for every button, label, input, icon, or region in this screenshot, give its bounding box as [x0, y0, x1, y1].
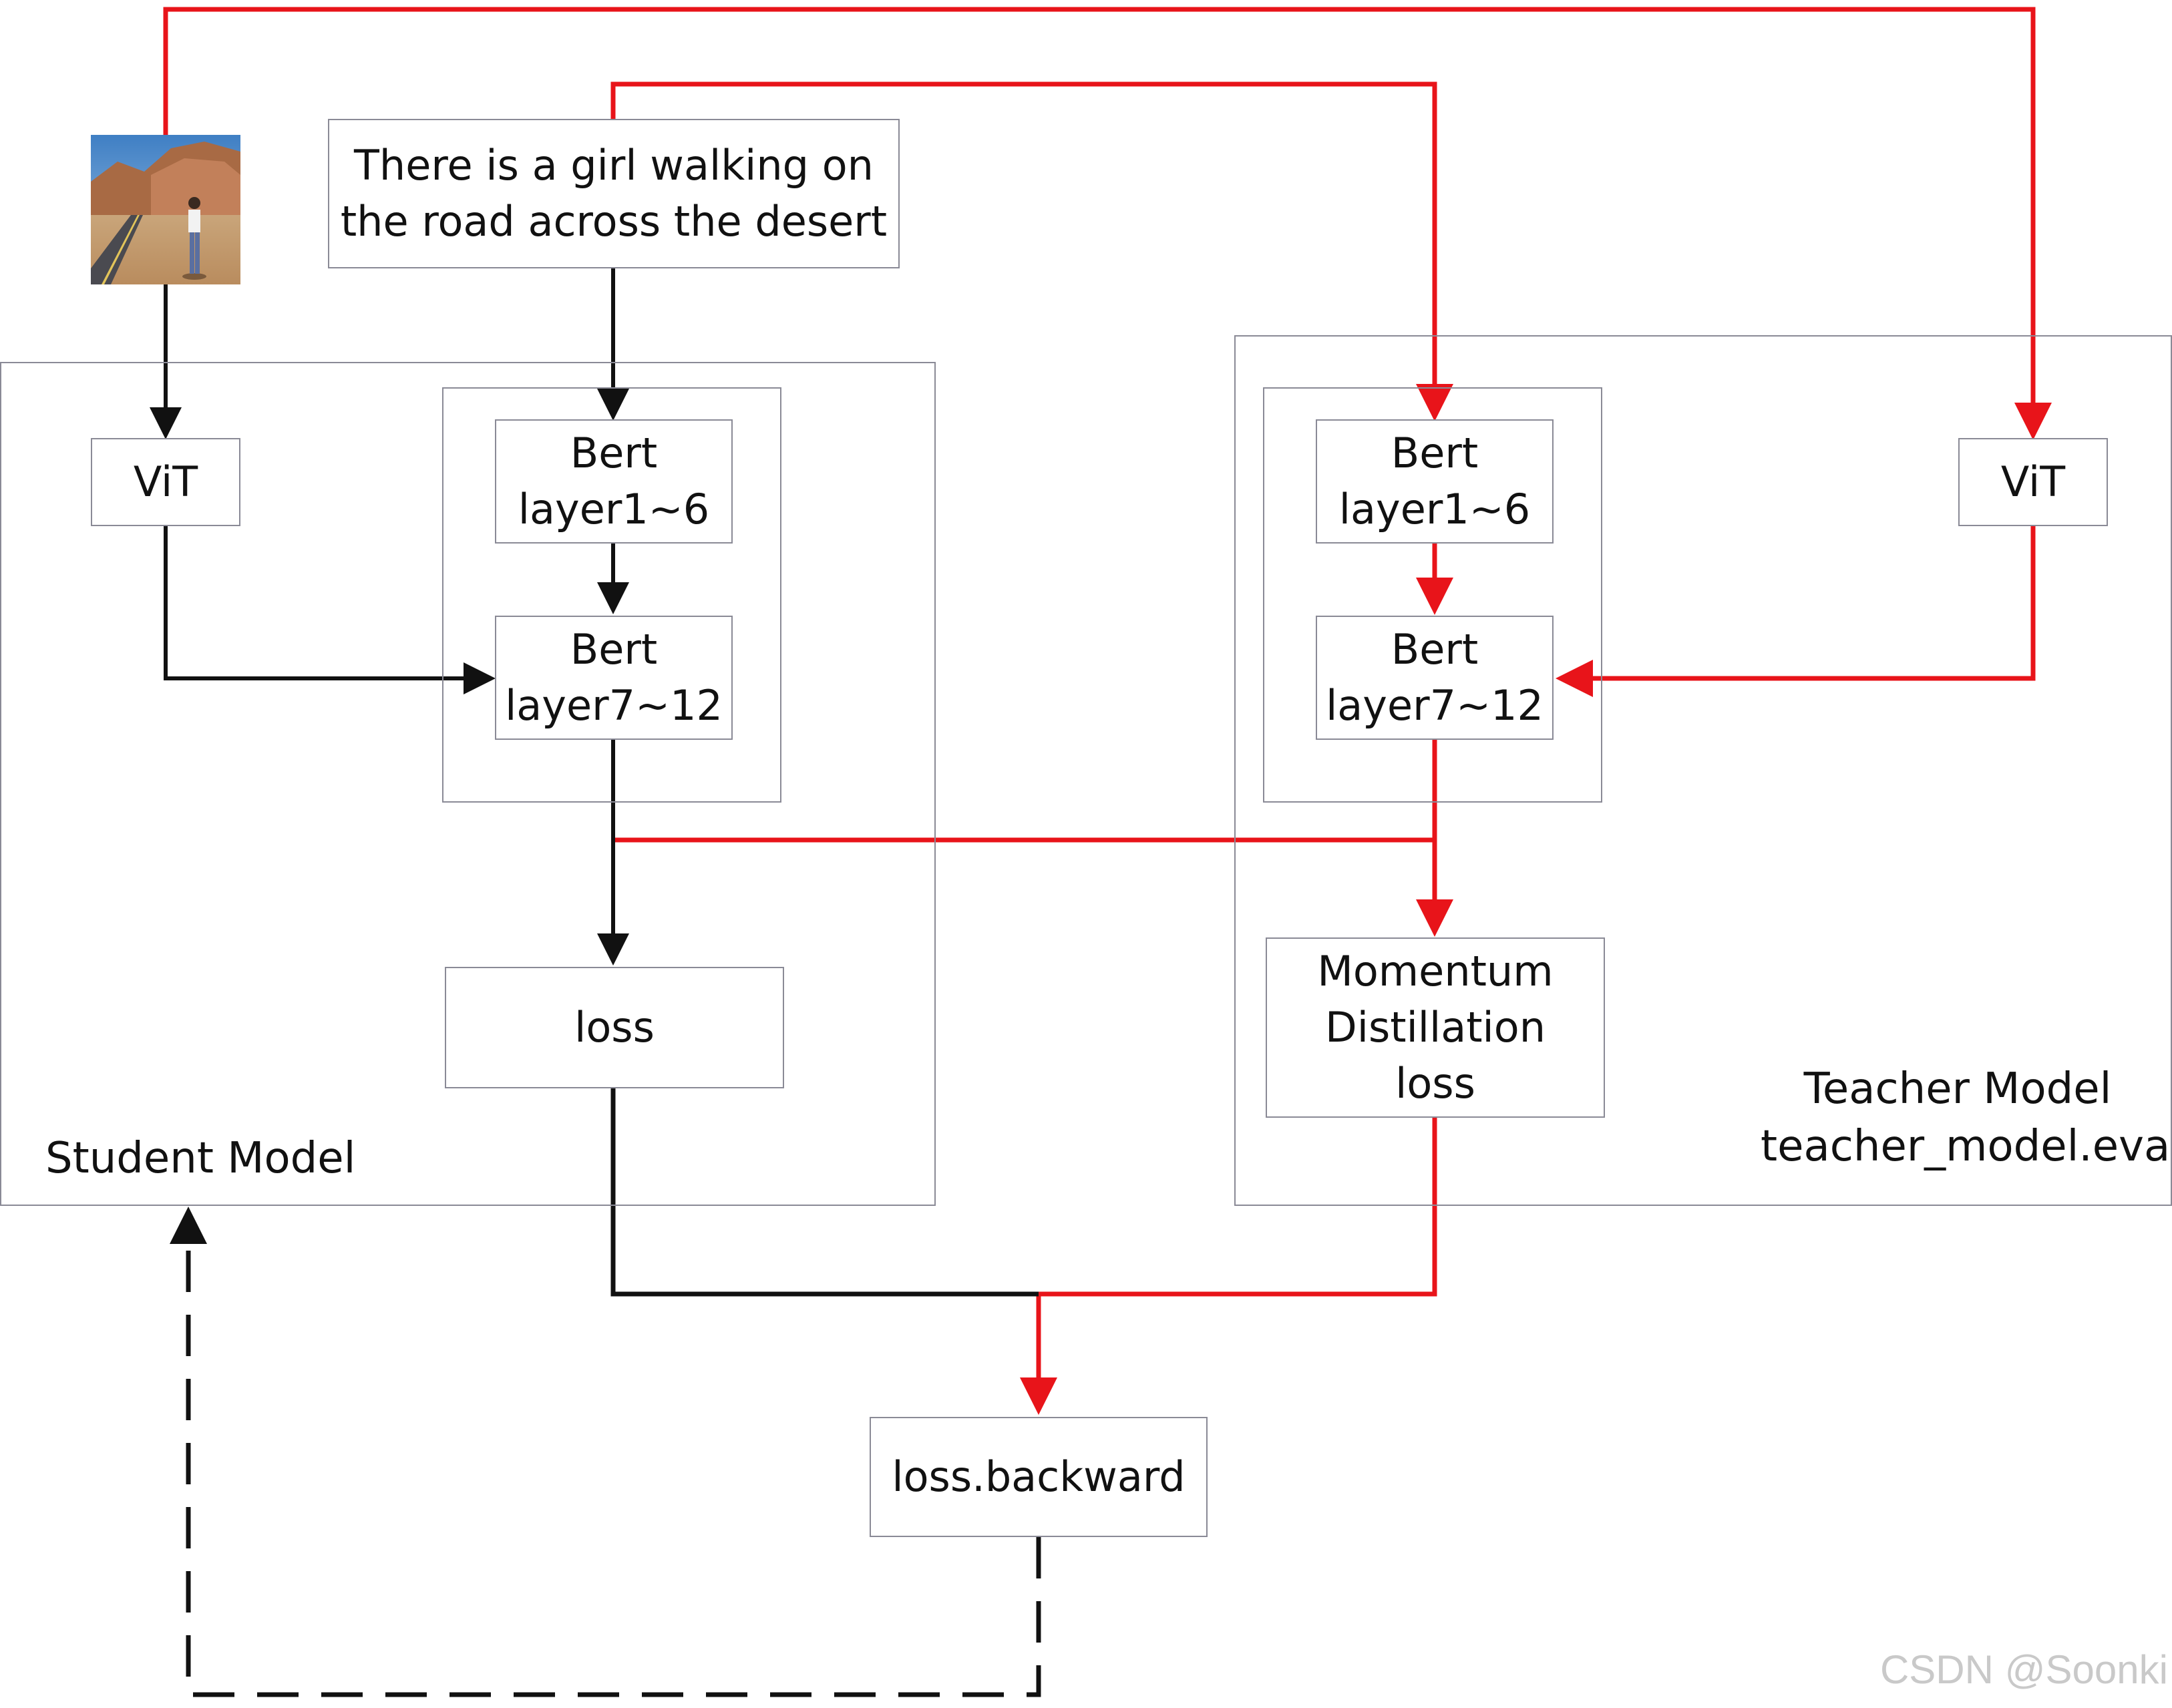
- student-bert-low-box: Bert layer1~6: [495, 419, 733, 544]
- md-loss-line-2: Distillation: [1324, 1003, 1546, 1052]
- teacher-bert-frame: [1263, 387, 1602, 803]
- student-bert-low-line-2: layer1~6: [518, 485, 710, 533]
- loss-to-merge-line: [610, 1088, 1039, 1297]
- teacher-bert-low-box: Bert layer1~6: [1316, 419, 1554, 544]
- teacher-title-line-1: Teacher Model: [1803, 1064, 2112, 1114]
- loss-backward-label: loss.backward: [892, 1452, 1186, 1501]
- text-to-teacher-bert-arrow: [610, 81, 1453, 421]
- teacher-bert-low-line-2: layer1~6: [1338, 485, 1531, 533]
- student-bert-low-line-1: Bert: [570, 429, 658, 477]
- backward-update-dashed-arrow: [170, 1207, 1041, 1697]
- student-loss-label: loss: [574, 1003, 655, 1052]
- student-model-frame: [0, 362, 936, 1206]
- md-loss-to-merge-line: [1039, 1118, 1437, 1297]
- caption-line-1: There is a girl walking on: [354, 141, 874, 190]
- student-vit-label: ViT: [133, 457, 198, 506]
- md-loss-line-1: Momentum: [1317, 947, 1554, 996]
- loss-backward-box: loss.backward: [870, 1417, 1208, 1537]
- student-bert-high-line-1: Bert: [570, 625, 658, 674]
- student-loss-box: loss: [445, 967, 784, 1088]
- teacher-model-frame: [1234, 335, 2172, 1206]
- watermark-text: CSDN @Soonki: [1879, 1647, 2168, 1692]
- student-model-title: Student Model: [45, 1134, 356, 1183]
- student-bert-frame: [442, 387, 781, 803]
- momentum-distillation-loss-box: Momentum Distillation loss: [1266, 937, 1605, 1118]
- desert-photo-illustration: [91, 135, 240, 284]
- student-bert-high-line-2: layer7~12: [505, 681, 723, 730]
- teacher-vit-to-bert-high-arrow: [1556, 526, 2036, 697]
- teacher-bert-low-line-1: Bert: [1391, 429, 1479, 477]
- image-to-teacher-vit-arrow: [163, 7, 2052, 440]
- md-loss-line-3: loss: [1395, 1059, 1475, 1108]
- teacher-vit-box: ViT: [1958, 438, 2108, 526]
- student-bert-high-box: Bert layer7~12: [495, 616, 733, 740]
- teacher-bert-high-box: Bert layer7~12: [1316, 616, 1554, 740]
- teacher-title-line-2: teacher_model.eval: [1761, 1122, 2172, 1171]
- teacher-bert-high-line-2: layer7~12: [1326, 681, 1544, 730]
- teacher-vit-label: ViT: [2000, 457, 2066, 506]
- student-vit-box: ViT: [91, 438, 240, 526]
- input-image: [91, 135, 240, 284]
- caption-line-2: the road across the desert: [340, 197, 888, 246]
- teacher-model-title: Teacher Model teacher_model.eval: [1761, 1060, 2172, 1175]
- student-vit-to-bert-high-arrow: [164, 526, 496, 694]
- teacher-bert-high-line-1: Bert: [1391, 625, 1479, 674]
- input-caption-box: There is a girl walking on the road acro…: [328, 119, 900, 268]
